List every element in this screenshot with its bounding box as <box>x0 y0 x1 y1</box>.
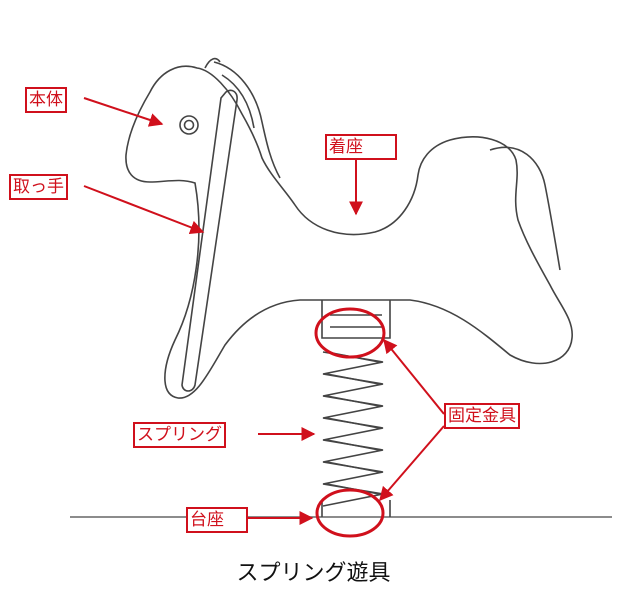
label-seat: 着座 <box>325 134 397 160</box>
spring-housing <box>321 300 391 339</box>
arrow-handle <box>83 185 205 234</box>
horse-tail <box>489 146 561 271</box>
fixture-circle-top <box>314 307 386 359</box>
figure-caption: スプリング遊具 <box>236 561 391 586</box>
label-spring: スプリング <box>133 422 226 448</box>
horse-mane <box>213 61 281 179</box>
label-base: 台座 <box>186 507 248 533</box>
label-handle: 取っ手 <box>9 174 68 200</box>
label-fixture: 固定金具 <box>444 403 520 429</box>
horse-handle-bar <box>181 89 238 392</box>
label-body: 本体 <box>25 87 67 113</box>
arrow-fixture-bottom <box>379 425 445 502</box>
horse-illustration <box>125 57 573 517</box>
horse-eye <box>179 115 199 135</box>
fixture-circle-bottom <box>315 488 385 538</box>
arrow-body <box>83 97 164 127</box>
horse-body-outline <box>125 65 573 399</box>
arrow-fixture-top <box>383 338 445 415</box>
horse-ear <box>204 57 221 69</box>
